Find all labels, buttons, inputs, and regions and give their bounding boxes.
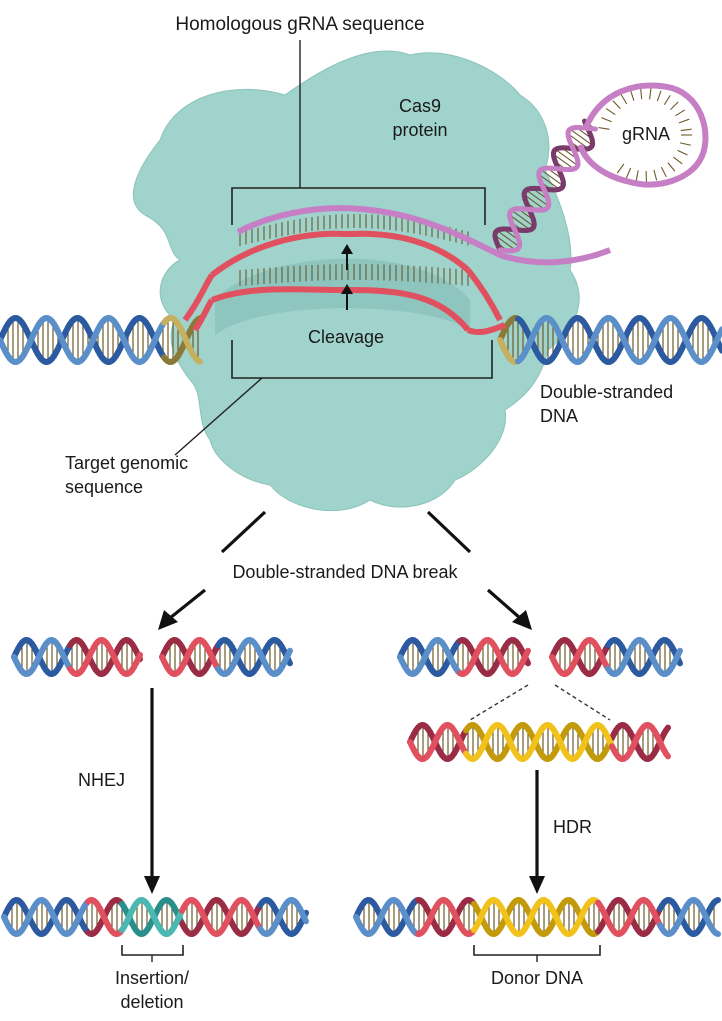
label-nhej: NHEJ (78, 770, 125, 790)
arrow-down-icon (144, 876, 160, 894)
donor-template-dna (407, 722, 671, 762)
label-indel-line2: deletion (120, 992, 183, 1012)
label-indel-line1: Insertion/ (115, 968, 189, 988)
cas9-protein-groove (215, 258, 470, 335)
label-ds-break: Double-stranded DNA break (232, 562, 458, 582)
hdr-arrow-head (529, 876, 545, 894)
grna-loop (577, 82, 709, 188)
target-strand-left-end (182, 273, 215, 332)
arrow-down-right-head (512, 610, 532, 630)
arrow-down-left-icon (169, 588, 206, 620)
label-cas9-line1: Cas9 (399, 96, 441, 116)
dsdna-top-left (0, 315, 203, 365)
donor-dash-right (554, 684, 611, 721)
donor-dash-left (469, 684, 529, 721)
homologous-bracket (231, 187, 486, 225)
label-cas9-line2: protein (392, 120, 447, 140)
connector-right-upper (426, 510, 472, 554)
repaired-dna-nhej (1, 897, 309, 937)
broken-dna-right-a (397, 637, 531, 677)
indel-bracket (121, 945, 184, 956)
grna-hairpin (492, 82, 709, 254)
broken-dna-right-b (549, 637, 683, 677)
cleavage-arrows (341, 244, 353, 310)
grna-strand-bound (236, 205, 612, 266)
label-hdr: HDR (553, 817, 592, 837)
target-strand-right-end (465, 268, 507, 336)
label-dsdna-line1: Double-stranded (540, 382, 673, 402)
target-strand-upper (210, 230, 470, 278)
target-bracket (231, 340, 493, 379)
arrow-down-right-icon (486, 588, 522, 620)
label-cleavage: Cleavage (308, 327, 384, 347)
connector-left-upper (220, 510, 267, 554)
arrow-down-left-head (158, 610, 178, 630)
label-donor-dna: Donor DNA (491, 968, 583, 988)
label-homologous-grna: Homologous gRNA sequence (175, 14, 424, 35)
label-target-line2: sequence (65, 477, 143, 497)
target-leader (174, 377, 263, 456)
dsdna-top-right (497, 315, 722, 365)
label-grna: gRNA (622, 124, 670, 144)
label-dsdna-line2: DNA (540, 406, 578, 426)
donor-bracket (473, 945, 601, 956)
repaired-dna-hdr (353, 897, 721, 937)
broken-dna-left-a (11, 637, 143, 677)
label-target-line1: Target genomic (65, 453, 188, 473)
broken-dna-left-b (159, 637, 293, 677)
